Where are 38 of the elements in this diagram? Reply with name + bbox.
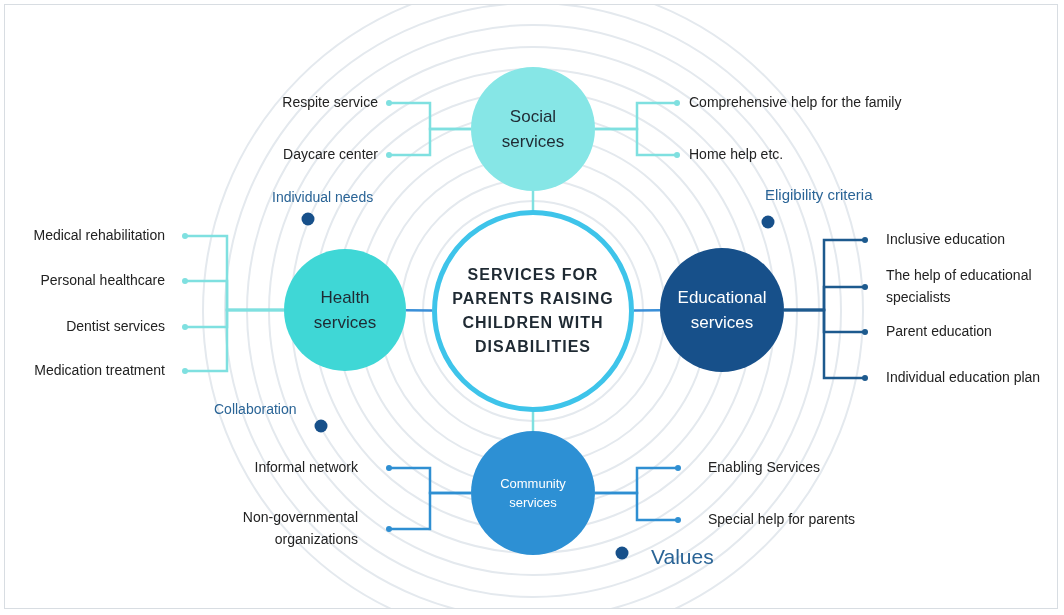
service-item: Home help etc.	[677, 144, 784, 166]
principle-label: Eligibility criteria	[765, 186, 873, 203]
circle-title: Community services	[499, 474, 567, 512]
connector-line	[634, 309, 660, 312]
service-circle	[660, 248, 784, 372]
circle-title: Social services	[500, 105, 566, 153]
service-item: Inclusive education	[865, 229, 1006, 251]
service-item: Respite service	[282, 92, 389, 114]
service-item: Comprehensive help for the family	[677, 92, 902, 114]
service-circle	[284, 249, 406, 371]
circle-title: Educational services	[676, 286, 768, 334]
connector-line	[595, 491, 681, 523]
service-item: Medical rehabilitation	[33, 225, 185, 247]
service-item: Special help for parents	[678, 509, 856, 531]
service-item: Personal healthcare	[40, 270, 185, 292]
service-item: Individual education plan	[865, 367, 1041, 389]
service-item: Medication treatment	[34, 360, 185, 382]
connector-line	[406, 309, 432, 312]
connector-line	[386, 491, 471, 532]
principle-label: Values	[651, 545, 714, 569]
connector-line	[531, 191, 535, 210]
connector-line	[531, 412, 535, 431]
service-item: Daycare center	[283, 144, 389, 166]
principle-label: Collaboration	[214, 401, 297, 417]
service-item: Parent education	[865, 321, 992, 343]
service-item: Dentist services	[66, 316, 185, 338]
connector-line	[595, 127, 680, 158]
circle-title: SERVICES FOR PARENTS RAISING CHILDREN WITH DISABILITIES	[451, 265, 615, 357]
service-item: Non-governmental organizations	[193, 507, 389, 551]
connector-line	[386, 127, 471, 158]
circle-title: Health services	[312, 286, 378, 334]
service-item: The help of educational specialists	[865, 265, 1064, 309]
principle-label: Individual needs	[272, 189, 374, 205]
connector-line	[182, 308, 284, 374]
service-item: Informal network	[254, 457, 389, 479]
service-item: Enabling Services	[678, 457, 821, 479]
service-circle	[432, 210, 634, 412]
connector-line	[784, 308, 868, 381]
